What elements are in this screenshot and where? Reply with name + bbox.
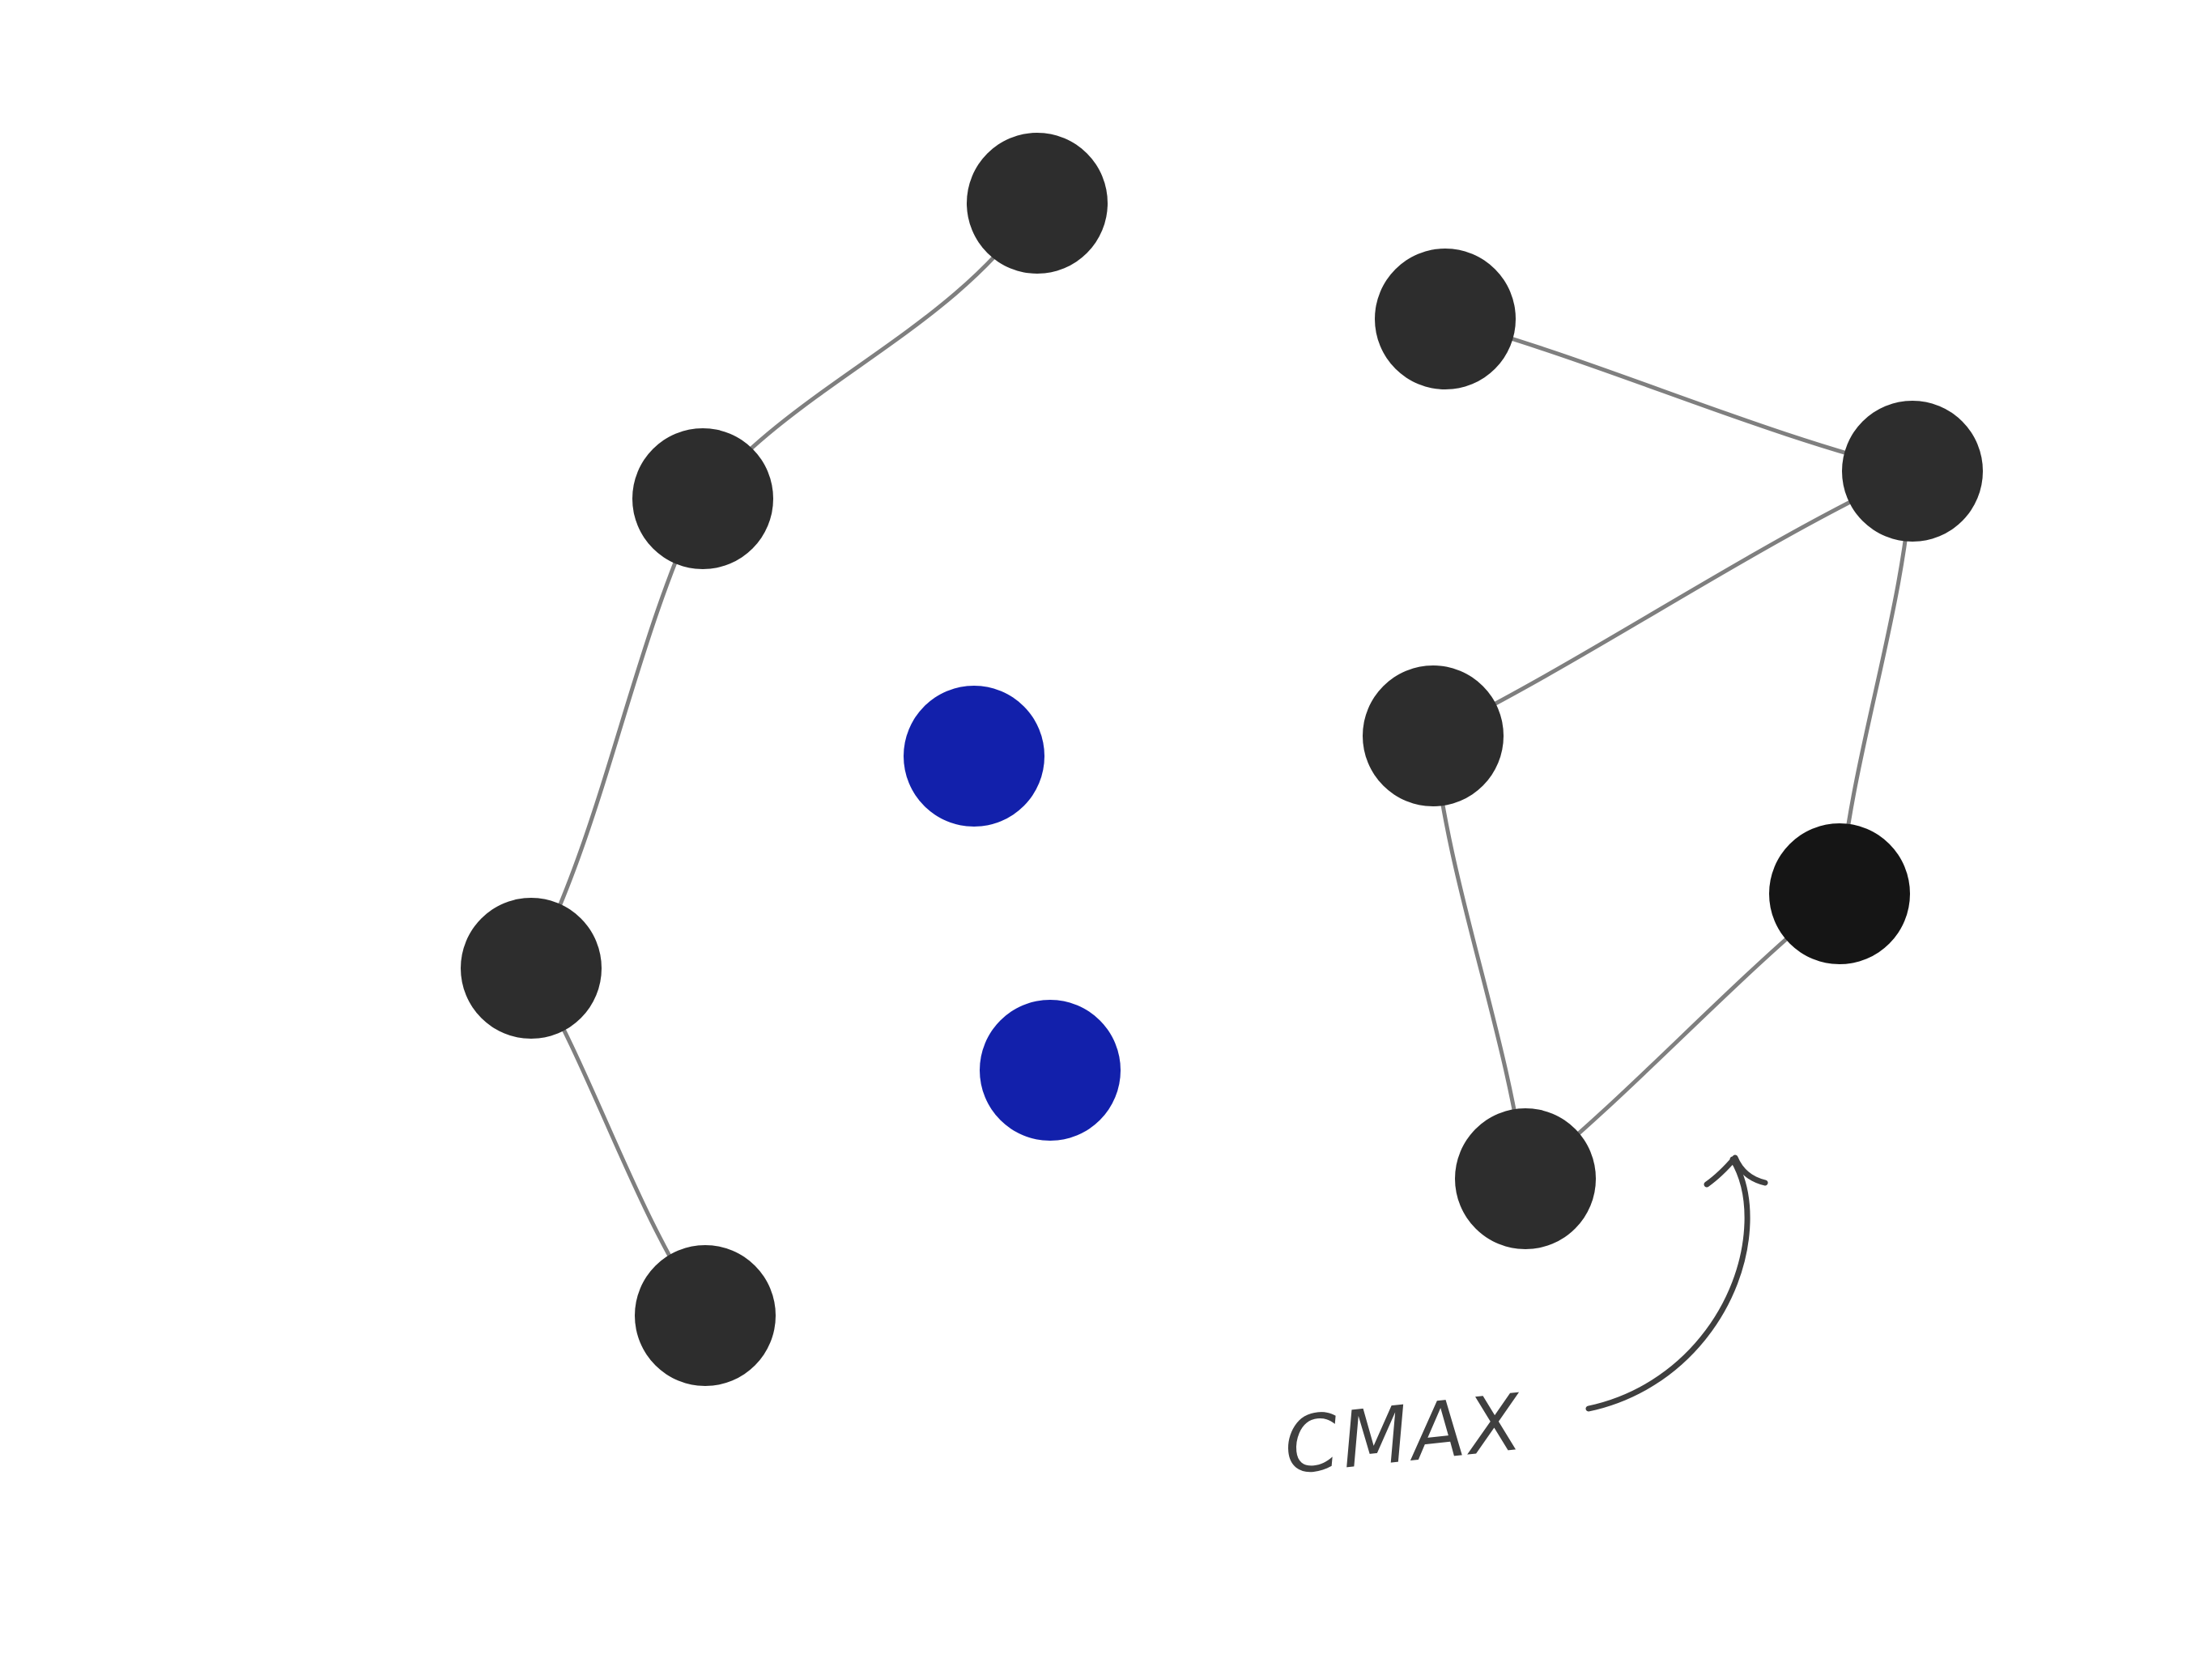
graph-node-n2[interactable]	[632, 428, 773, 569]
graph-node-n8[interactable]	[1842, 401, 1983, 542]
edge-n8-n9	[1431, 469, 1915, 738]
graph-node-n6[interactable]	[980, 1000, 1121, 1141]
curved-arrow-icon	[1585, 1154, 1768, 1412]
graph-node-n3[interactable]	[461, 898, 602, 1039]
graph-node-n5[interactable]	[904, 686, 1044, 827]
node-layer	[461, 133, 1983, 1386]
graph-node-n9[interactable]	[1363, 665, 1504, 806]
graph-node-n10[interactable]	[1769, 823, 1910, 964]
graph-node-n11[interactable]	[1455, 1108, 1596, 1249]
graph-node-n1[interactable]	[967, 133, 1108, 274]
graph-node-n4[interactable]	[635, 1245, 776, 1386]
graph-node-n7[interactable]	[1375, 249, 1516, 389]
